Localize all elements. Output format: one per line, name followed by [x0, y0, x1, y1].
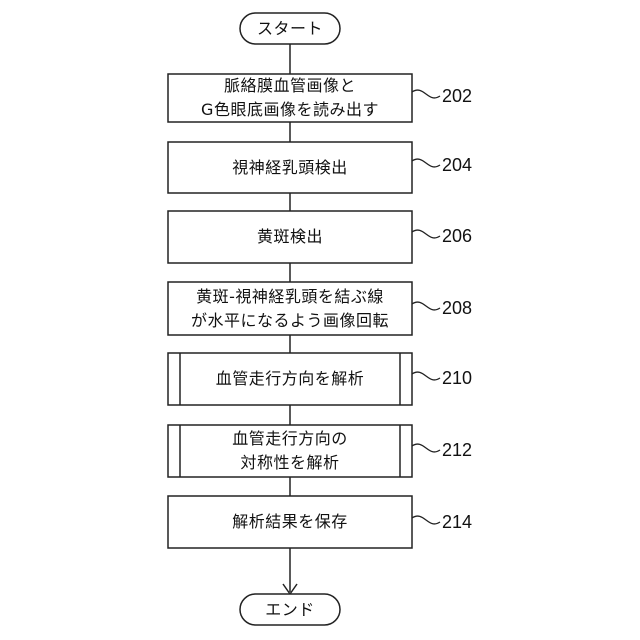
- step-text-212: 血管走行方向の 対称性を解析: [168, 425, 412, 477]
- step-text-204: 視神経乳頭検出: [168, 142, 412, 193]
- step-line: 血管走行方向を解析: [216, 367, 365, 391]
- ref-204: 204: [442, 155, 472, 176]
- step-line: 血管走行方向の: [232, 427, 348, 451]
- step-line: 黄斑検出: [257, 225, 323, 249]
- step-line: 対称性を解析: [240, 451, 339, 475]
- ref-210: 210: [442, 368, 472, 389]
- step-text-210: 血管走行方向を解析: [168, 353, 412, 405]
- start-label: スタート: [240, 13, 340, 44]
- leader-line-210: [412, 372, 440, 380]
- end-text: エンド: [265, 598, 315, 622]
- start-text: スタート: [257, 17, 323, 41]
- leader-line-206: [412, 230, 440, 238]
- ref-214: 214: [442, 512, 472, 533]
- step-text-202: 脈絡膜血管画像と G色眼底画像を読み出す: [168, 74, 412, 122]
- leader-line-202: [412, 90, 440, 98]
- step-line: 脈絡膜血管画像と: [224, 74, 356, 98]
- leader-line-204: [412, 159, 440, 167]
- step-text-208: 黄斑-視神経乳頭を結ぶ線 が水平になるよう画像回転: [168, 282, 412, 335]
- step-line: が水平になるよう画像回転: [191, 309, 389, 333]
- leader-line-208: [412, 302, 440, 310]
- step-text-214: 解析結果を保存: [168, 496, 412, 548]
- ref-206: 206: [442, 226, 472, 247]
- step-line: 黄斑-視神経乳頭を結ぶ線: [196, 285, 384, 309]
- ref-208: 208: [442, 298, 472, 319]
- step-line: 視神経乳頭検出: [232, 156, 348, 180]
- end-label: エンド: [240, 594, 340, 625]
- step-line: G色眼底画像を読み出す: [201, 98, 379, 122]
- leader-line-212: [412, 444, 440, 452]
- step-text-206: 黄斑検出: [168, 211, 412, 263]
- leader-line-214: [412, 516, 440, 524]
- step-line: 解析結果を保存: [232, 510, 348, 534]
- ref-212: 212: [442, 440, 472, 461]
- ref-202: 202: [442, 86, 472, 107]
